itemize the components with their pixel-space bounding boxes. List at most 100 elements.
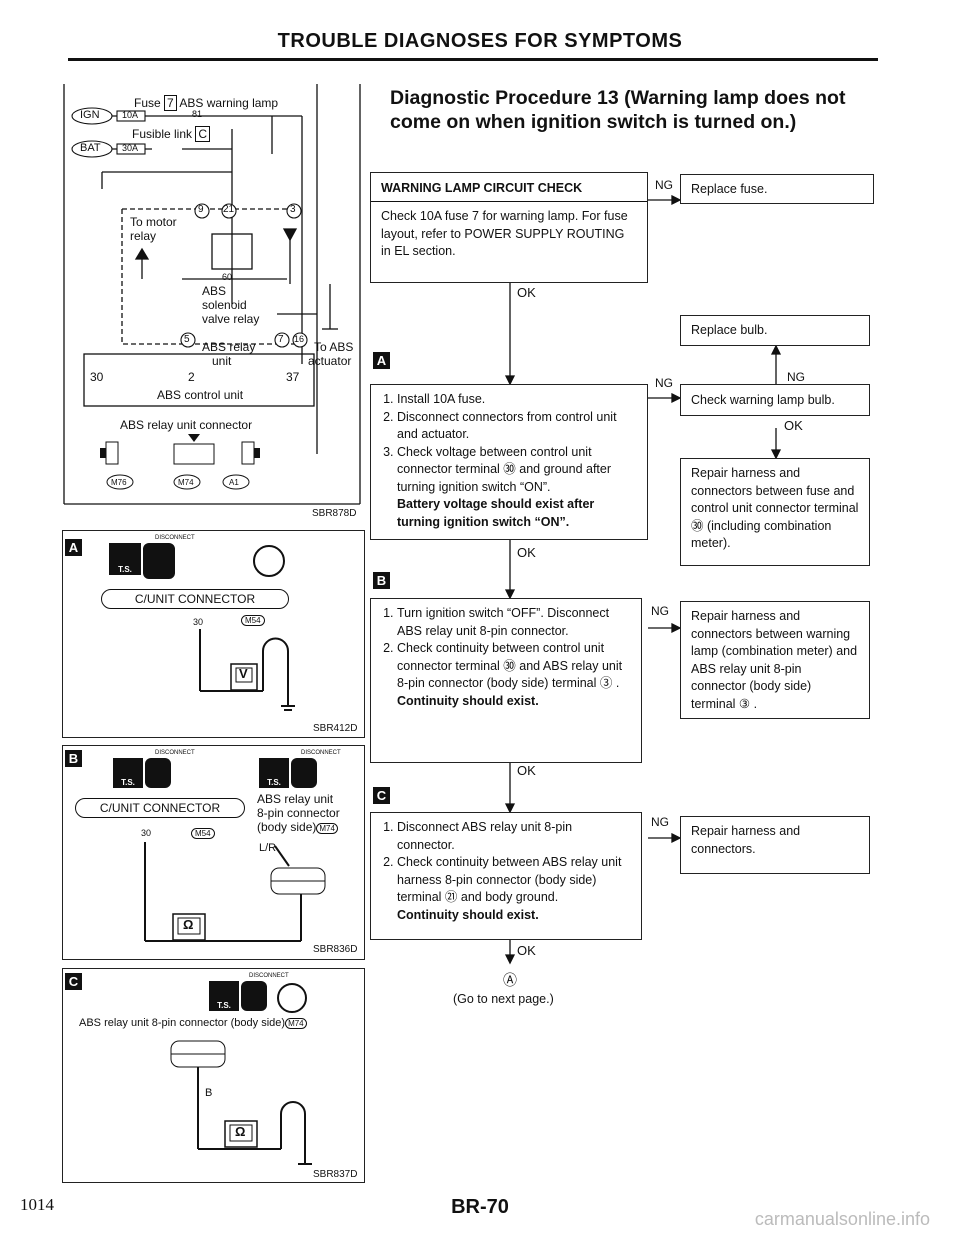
watermark: carmanualsonline.info bbox=[754, 1209, 930, 1229]
header-rule bbox=[68, 58, 878, 61]
ng-label-3: NG bbox=[651, 604, 669, 618]
relay-connector-label: ABS relay unit connector bbox=[120, 418, 253, 432]
ohmmeter-icon: Ω bbox=[183, 917, 194, 932]
disconnect-label: DISCONNECT bbox=[155, 535, 195, 541]
circuit-ref: SBR878D bbox=[312, 508, 357, 519]
panel-c-ref: SBR837D bbox=[313, 1169, 358, 1180]
repair1: Repair harness and connectors between fu… bbox=[691, 466, 859, 550]
panel-b-pin: 30 bbox=[141, 828, 152, 838]
connector-icon bbox=[143, 543, 175, 579]
step2-bold: Battery voltage should exist after turni… bbox=[397, 497, 595, 529]
abs-label: ABS bbox=[202, 284, 227, 298]
step2-item-1: Install 10A fuse. bbox=[397, 391, 637, 409]
voltmeter-icon: V bbox=[239, 666, 248, 681]
pin-21: 21 bbox=[223, 204, 235, 215]
tester-icon: T.S. bbox=[113, 758, 143, 788]
step2-text: Install 10A fuse. Disconnect connectors … bbox=[371, 385, 647, 537]
ng-label-bulb: NG bbox=[787, 370, 805, 384]
procedure-title: Diagnostic Procedure 13 (Warning lamp do… bbox=[390, 87, 846, 133]
step2-item-3: Check voltage between control unit conne… bbox=[397, 444, 637, 497]
step3-item-2: Check continuity between control unit co… bbox=[397, 640, 631, 693]
conn-m74: M74 bbox=[178, 478, 194, 487]
check-bulb: Check warning lamp bulb. bbox=[691, 393, 835, 407]
ng-label-1: NG bbox=[655, 178, 673, 192]
cunit-connector: C/UNIT CONNECTOR bbox=[75, 798, 245, 818]
relay-label: relay bbox=[130, 229, 157, 243]
pin-9: 9 bbox=[198, 204, 204, 215]
fusible-link-label: Fusible link C bbox=[132, 126, 211, 142]
pin-60: 60 bbox=[222, 272, 233, 282]
step3-item-1: Turn ignition switch “OFF”. Disconnect A… bbox=[397, 605, 631, 640]
solenoid-label: solenoid bbox=[202, 298, 247, 312]
step4-box: Disconnect ABS relay unit 8-pin connecto… bbox=[370, 812, 642, 940]
marker-b: B bbox=[373, 572, 390, 589]
connector-icon bbox=[145, 758, 171, 788]
panel-a-marker: A bbox=[65, 539, 82, 556]
panel-b-marker: B bbox=[65, 750, 82, 767]
ohmmeter-icon: Ω bbox=[235, 1124, 246, 1139]
panel-b-conn: M54 bbox=[191, 828, 215, 839]
pin-5: 5 bbox=[184, 334, 190, 345]
tester-icon: T.S. bbox=[209, 981, 239, 1011]
repair3: Repair harness and connectors. bbox=[691, 824, 801, 856]
panel-b-ref: SBR836D bbox=[313, 944, 358, 955]
goto-marker: Ⓐ bbox=[503, 972, 517, 988]
disconnect-label: DISCONNECT bbox=[249, 973, 289, 979]
ok-label-2: OK bbox=[517, 545, 536, 560]
ign-label: IGN bbox=[80, 109, 100, 121]
repair3-box: Repair harness and connectors. bbox=[680, 816, 870, 874]
replace-fuse: Replace fuse. bbox=[691, 182, 768, 196]
check-bulb-box: Check warning lamp bulb. bbox=[680, 384, 870, 416]
marker-a: A bbox=[373, 352, 390, 369]
disconnect-label-2: DISCONNECT bbox=[301, 750, 341, 756]
pin-connector-label: 8-pin connector bbox=[257, 806, 340, 820]
body-side-label: (body side)M74 bbox=[257, 820, 338, 834]
panel-c-marker: C bbox=[65, 973, 82, 990]
page-header-title: TROUBLE DIAGNOSES FOR SYMPTOMS bbox=[277, 30, 683, 52]
step4-item-2: Check continuity between ABS relay unit … bbox=[397, 854, 631, 907]
fuse-30a: 30A bbox=[122, 143, 139, 153]
panel-b-wiring bbox=[144, 842, 326, 942]
connector-symbols bbox=[100, 434, 260, 490]
circuit-81: 81 bbox=[192, 109, 203, 119]
step4-text: Disconnect ABS relay unit 8-pin connecto… bbox=[371, 813, 641, 930]
panel-c-caption: ABS relay unit 8-pin connector (body sid… bbox=[79, 1017, 307, 1029]
bat-label: BAT bbox=[80, 142, 101, 154]
replace-bulb: Replace bulb. bbox=[691, 323, 768, 337]
goto-next-page: (Go to next page.) bbox=[453, 992, 554, 1006]
ok-label-3: OK bbox=[517, 763, 536, 778]
ok-label-4: OK bbox=[517, 943, 536, 958]
circuit-wiring bbox=[63, 84, 361, 505]
repair1-box: Repair harness and connectors between fu… bbox=[680, 458, 870, 566]
disconnect-label: DISCONNECT bbox=[155, 750, 195, 756]
panel-c-wiring bbox=[170, 1040, 312, 1165]
connector-round-icon bbox=[277, 983, 307, 1013]
fuse-10a: 10A bbox=[122, 110, 139, 120]
ok-label-1: OK bbox=[517, 285, 536, 300]
pin-3: 3 bbox=[290, 204, 296, 215]
step4-bold: Continuity should exist. bbox=[397, 907, 539, 922]
actuator-label: actuator bbox=[308, 354, 352, 368]
to-motor-label: To motor bbox=[130, 215, 177, 229]
connector-round-icon bbox=[253, 545, 285, 577]
step3-text: Turn ignition switch “OFF”. Disconnect A… bbox=[371, 599, 641, 716]
repair2: Repair harness and connectors between wa… bbox=[691, 609, 858, 711]
panel-a: A T.S. DISCONNECT C/UNIT CONNECTOR 30 M5… bbox=[62, 530, 365, 738]
page-number-left: 1014 bbox=[20, 1195, 54, 1214]
step1-text: Check 10A fuse 7 for warning lamp. For f… bbox=[381, 209, 628, 258]
panel-a-pin: 30 bbox=[193, 617, 204, 627]
ng-label-4: NG bbox=[651, 815, 669, 829]
tester-icon-2: T.S. bbox=[259, 758, 289, 788]
relay-unit-label: ABS relay unit bbox=[257, 792, 334, 806]
connector-icon-2 bbox=[291, 758, 317, 788]
panel-a-conn: M54 bbox=[241, 615, 265, 626]
panel-a-ref: SBR412D bbox=[313, 723, 358, 734]
panel-a-wiring bbox=[199, 629, 295, 711]
connector-icon bbox=[241, 981, 267, 1011]
step1-title: WARNING LAMP CIRCUIT CHECK bbox=[371, 173, 647, 202]
pin-16: 16 bbox=[294, 334, 305, 344]
step2-box: Install 10A fuse. Disconnect connectors … bbox=[370, 384, 648, 540]
panel-c: C T.S. DISCONNECT ABS relay unit 8-pin c… bbox=[62, 968, 365, 1183]
control-unit-label: ABS control unit bbox=[157, 388, 244, 402]
abs-relay-label: ABS relay bbox=[202, 340, 256, 354]
